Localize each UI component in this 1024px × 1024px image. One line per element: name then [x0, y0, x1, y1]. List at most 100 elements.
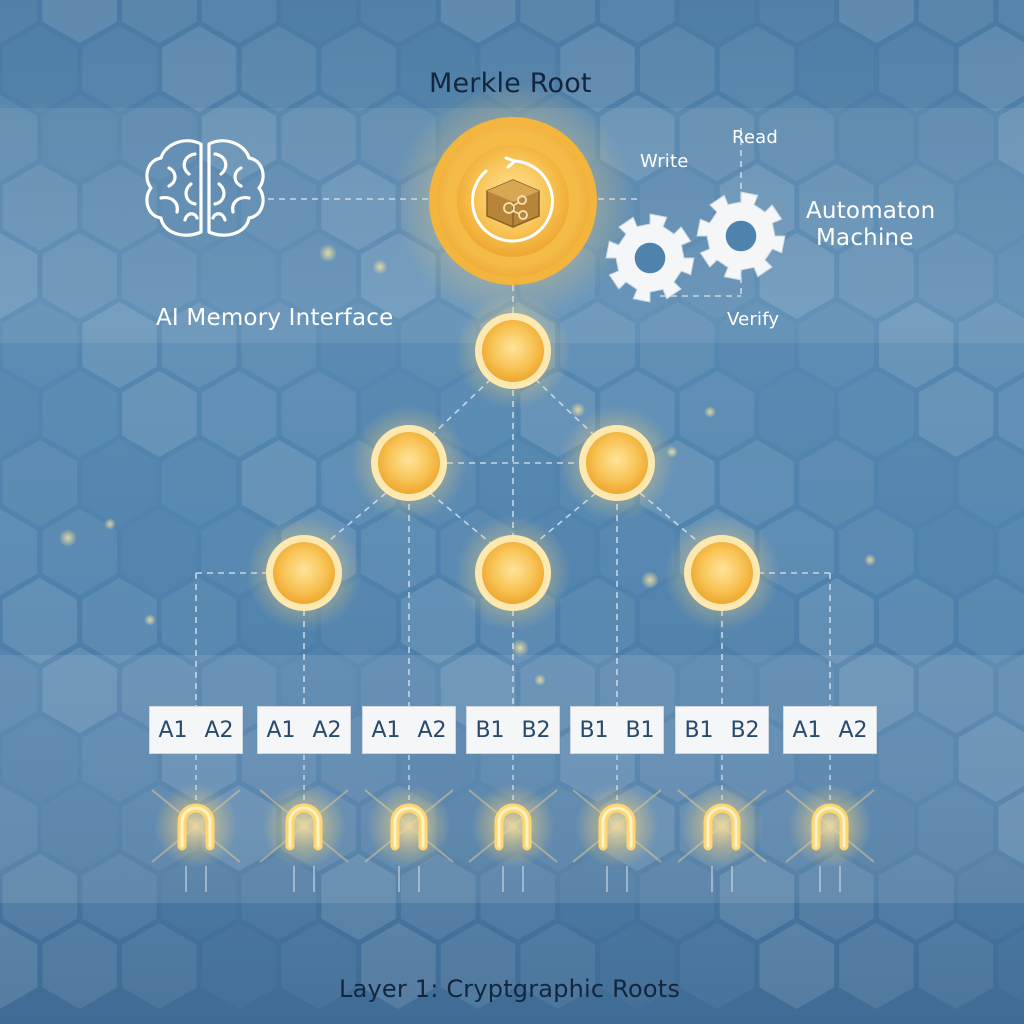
hexagon-tile: [919, 509, 993, 595]
level2-node-right: [559, 405, 675, 521]
hexagon-tile: [241, 164, 317, 250]
merkle-root-title: Merkle Root: [429, 68, 592, 99]
hexagon-tile: [82, 854, 157, 940]
hexagon-tile: [879, 578, 954, 664]
sparkle: [59, 529, 77, 547]
hexagon-tile: [839, 233, 914, 319]
hexagon-tile: [759, 95, 834, 181]
automaton-label-line2: Machine: [816, 225, 914, 251]
hexagon-tile: [918, 785, 994, 871]
edge-label-read: Read: [732, 127, 779, 148]
hexagon-tile: [0, 371, 37, 457]
leaf-cell-left-value: B1: [684, 717, 714, 743]
hexagon-tile: [918, 371, 994, 457]
magnet-icon: [785, 784, 875, 892]
sparkle: [511, 639, 529, 657]
ai-memory-interface-label: AI Memory Interface: [156, 305, 394, 331]
level2-node-left: [351, 405, 467, 521]
hexagon-tile: [281, 95, 356, 181]
hexagon-tile: [799, 302, 874, 388]
hexagon-tile: [839, 509, 914, 595]
hexagon-tile: [958, 716, 1024, 802]
level1-node: [455, 293, 571, 409]
hexagon-tile: [122, 233, 197, 319]
hexagon-tile: [560, 578, 635, 664]
hexagon-tile: [998, 791, 1024, 865]
hexagon-tile: [759, 923, 834, 1009]
leaf-cell-left-value: B1: [579, 717, 609, 743]
hexagon-tile: [241, 302, 317, 388]
hexagon-tile: [42, 509, 117, 595]
hexagon-tile: [0, 95, 38, 181]
hexagon-tile: [321, 854, 396, 940]
hexagon-tile: [161, 26, 237, 112]
level3-node-left: [246, 515, 362, 631]
leaf-cell-right-value: A2: [838, 717, 868, 743]
hexagon-tile: [42, 923, 117, 1009]
hexagon-tile: [560, 26, 635, 112]
hexagon-tile: [879, 440, 954, 526]
hexagon-tile: [162, 164, 237, 250]
hexagon-tile: [799, 26, 874, 112]
hexagon-tile: [959, 164, 1024, 250]
hexagon-tile: [161, 302, 237, 388]
hexagon-tile: [719, 26, 795, 112]
hexagon-tile: [82, 716, 157, 802]
sparkle: [144, 614, 156, 626]
hexagon-tile: [281, 371, 356, 457]
leaf-cell-left-value: A1: [266, 717, 296, 743]
hexagon-tile: [82, 26, 157, 112]
hexagon-tile: [600, 0, 675, 43]
sparkle: [319, 244, 337, 262]
hexagon-tile: [42, 371, 117, 457]
hexagon-tile: [82, 302, 157, 388]
hexagon-tile: [42, 647, 117, 733]
magnet-icon: [151, 784, 241, 892]
hexagon-tile: [122, 0, 197, 43]
hexagon-tile: [3, 716, 78, 802]
hexagon-tile: [918, 923, 994, 1009]
sparkle: [534, 674, 546, 686]
leaf-cell: B1 B1: [570, 706, 664, 754]
hexagon-tile: [998, 101, 1024, 175]
hexagon-tile: [0, 509, 38, 595]
hexagon-tile: [958, 440, 1024, 526]
hexagon-tile: [879, 854, 954, 940]
hexagon-tile: [879, 164, 954, 250]
hexagon-tile: [799, 164, 874, 250]
hexagon-tile: [0, 923, 38, 1009]
merkle-root-node: [393, 81, 633, 321]
hexagon-tile: [679, 923, 755, 1009]
hexagon-tile: [839, 923, 914, 1009]
hexagon-tile: [0, 233, 38, 319]
hexagon-tile: [679, 371, 755, 457]
hexagon-tile: [161, 440, 237, 526]
hexagon-tile: [42, 0, 117, 43]
edge-label-verify: Verify: [727, 309, 780, 330]
hexagon-tile: [560, 302, 635, 388]
leaf-cell-left-value: A1: [158, 717, 188, 743]
hexagon-tile: [918, 647, 994, 733]
automaton-label-line1: Automaton: [806, 198, 936, 224]
hexagon-tile: [401, 302, 476, 388]
magnet-icon: [259, 784, 349, 892]
hexagon-tile: [959, 854, 1024, 940]
hexagon-tile: [839, 371, 914, 457]
hexagon-tile: [82, 440, 157, 526]
hexagon-tile: [361, 0, 436, 43]
hexagon-tile: [241, 440, 317, 526]
leaf-cell-right-value: B1: [625, 717, 655, 743]
hexagon-tile: [799, 854, 874, 940]
hexagon-tile: [0, 0, 38, 43]
hexagon-tile: [958, 302, 1024, 388]
leaf-cell-left-value: A1: [792, 717, 822, 743]
hexagon-tile: [879, 302, 954, 388]
hexagon-tile: [122, 95, 197, 181]
sparkle: [666, 446, 678, 458]
level3-node-right: [664, 515, 780, 631]
